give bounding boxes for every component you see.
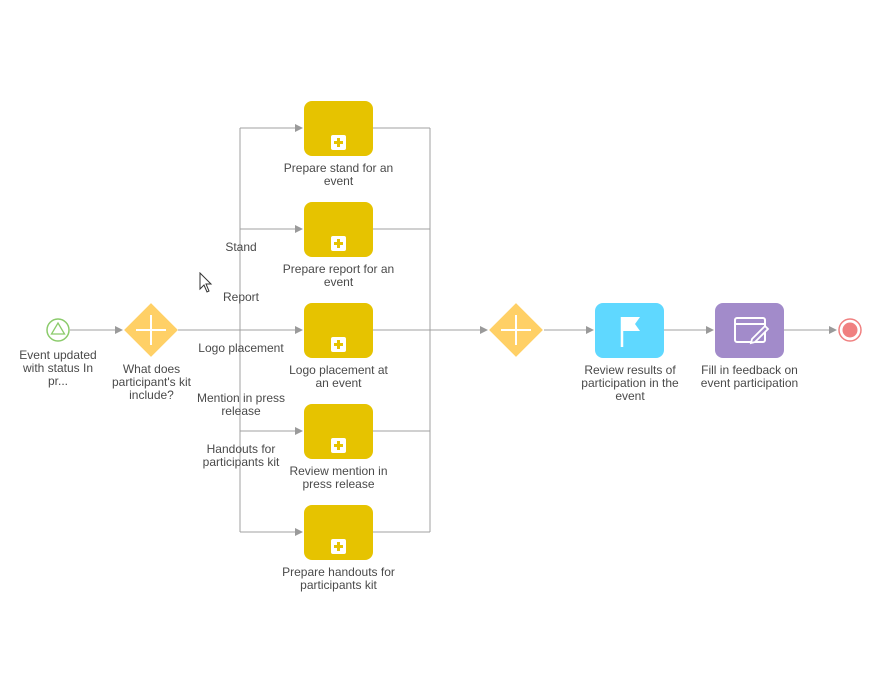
- triangle-icon: [50, 321, 66, 335]
- subprocess-label: Prepare stand for an event: [283, 161, 394, 188]
- edit-page-icon: [734, 317, 770, 345]
- end-event[interactable]: [838, 318, 862, 342]
- subprocess-label: Prepare handouts for participants kit: [282, 565, 395, 592]
- split-gateway-label: What does participant's kit include?: [112, 362, 191, 402]
- flow-label-handouts: Handouts for participants kit: [202, 442, 280, 469]
- subprocess-label: Logo placement at an event: [289, 363, 388, 390]
- subprocess-prepare-report[interactable]: [304, 202, 373, 257]
- subprocess-logo-placement[interactable]: [304, 303, 373, 358]
- start-event-label: Event updated with status In pr...: [19, 348, 97, 388]
- subprocess-label: Prepare report for an event: [282, 262, 395, 289]
- review-results-task[interactable]: [595, 303, 664, 358]
- subprocess-review-mention[interactable]: [304, 404, 373, 459]
- start-event[interactable]: [46, 318, 70, 342]
- expand-plus-icon: [331, 135, 346, 150]
- mouse-pointer-icon: [199, 272, 213, 293]
- review-task-label: Review results of participation in the e…: [581, 363, 679, 403]
- feedback-task-label: Fill in feedback on event participation: [700, 363, 799, 390]
- flow-label-report: Report: [222, 290, 260, 304]
- fill-feedback-task[interactable]: [715, 303, 784, 358]
- expand-plus-icon: [331, 337, 346, 352]
- subprocess-prepare-stand[interactable]: [304, 101, 373, 156]
- flow-label-logo: Logo placement: [198, 341, 284, 355]
- flag-icon: [620, 317, 640, 347]
- subprocess-label: Review mention in press release: [289, 464, 388, 491]
- expand-plus-icon: [331, 236, 346, 251]
- flow-label-mention: Mention in press release: [196, 391, 286, 418]
- expand-plus-icon: [331, 539, 346, 554]
- subprocess-prepare-handouts[interactable]: [304, 505, 373, 560]
- expand-plus-icon: [331, 438, 346, 453]
- flow-label-stand: Stand: [225, 240, 257, 254]
